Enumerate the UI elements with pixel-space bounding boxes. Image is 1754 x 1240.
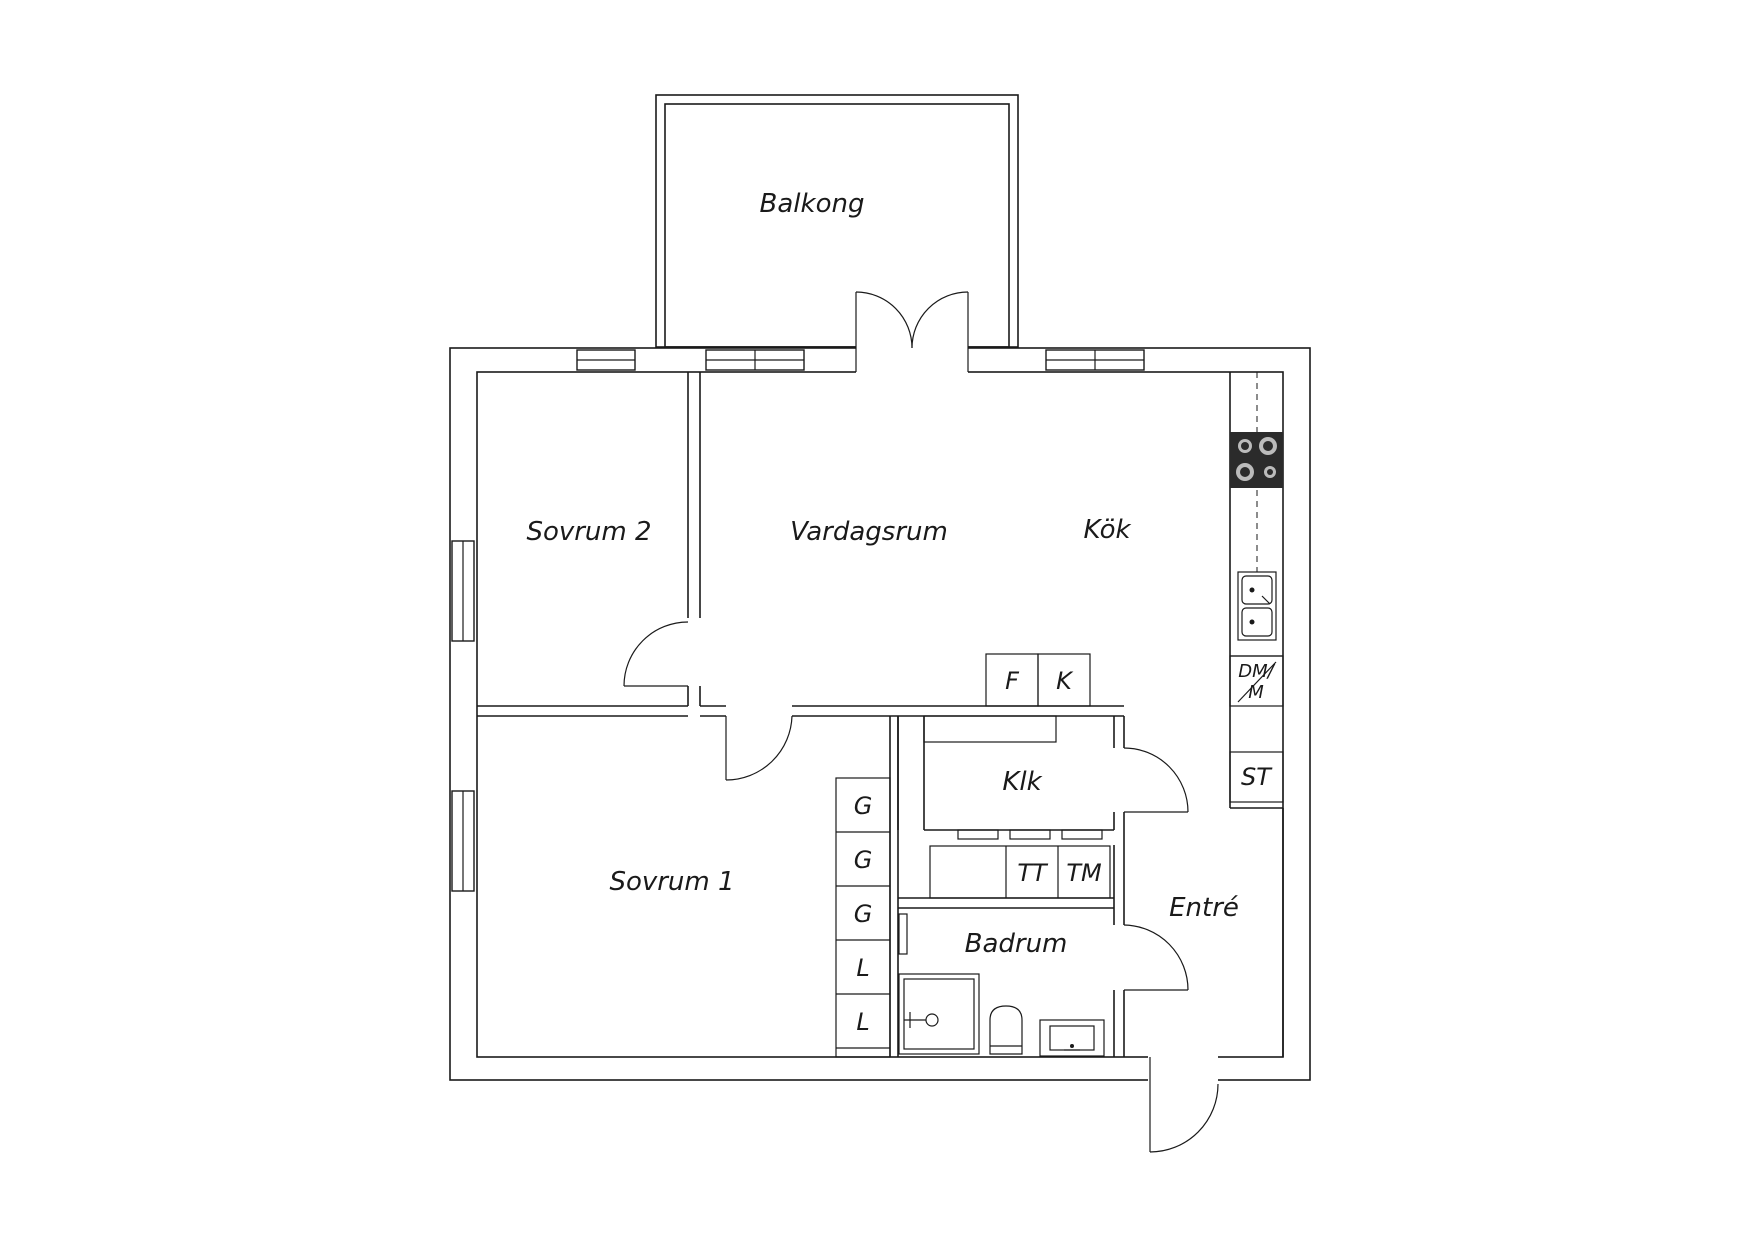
wardrobes: G G G L L: [835, 777, 891, 1058]
interior-walls: [477, 372, 1284, 1057]
bathroom-fixtures: [898, 913, 1105, 1057]
k-label: K: [1056, 667, 1074, 695]
tt-label: TT: [1017, 859, 1049, 887]
doors[interactable]: [623, 621, 1219, 1153]
room-label-kok: Kök: [1083, 515, 1131, 545]
dishwasher-label-2: M: [1248, 682, 1264, 703]
room-labels: Balkong Sovrum 2 Vardagsrum Kök Sovrum 1…: [526, 189, 1238, 959]
balcony-door[interactable]: [855, 291, 969, 372]
room-label-entre: Entré: [1169, 893, 1239, 923]
sink-icon: [1237, 571, 1277, 641]
room-label-badrum: Badrum: [965, 929, 1068, 959]
balcony: [655, 94, 1019, 348]
kitchen-counter: DM/ M ST: [1229, 372, 1284, 803]
fridge-freezer: F K: [985, 653, 1091, 707]
wardrobe-label-4: L: [856, 954, 869, 982]
room-label-sovrum-1: Sovrum 1: [609, 867, 734, 897]
washbasin-icon: [1039, 1019, 1105, 1057]
wardrobe-label-2: G: [854, 846, 873, 874]
exterior-walls: [449, 347, 1311, 1081]
toilet-icon: [989, 1005, 1023, 1055]
closet-shelves: [957, 829, 1103, 840]
room-label-klk: Klk: [1002, 767, 1042, 797]
tm-label: TM: [1066, 859, 1102, 887]
f-label: F: [1005, 667, 1020, 695]
room-label-vardagsrum: Vardagsrum: [790, 517, 948, 547]
wardrobe-label-1: G: [854, 792, 873, 820]
shower-icon: [898, 973, 980, 1055]
room-label-balkong: Balkong: [760, 189, 865, 219]
dishwasher-label: DM/: [1238, 661, 1275, 682]
wardrobe-label-5: L: [856, 1008, 869, 1036]
stove-icon: [1230, 432, 1283, 488]
room-label-sovrum-2: Sovrum 2: [526, 517, 651, 547]
st-label: ST: [1241, 763, 1273, 791]
laundry: TT TM: [929, 845, 1111, 899]
wardrobe-label-3: G: [854, 900, 873, 928]
windows: [451, 349, 1145, 892]
